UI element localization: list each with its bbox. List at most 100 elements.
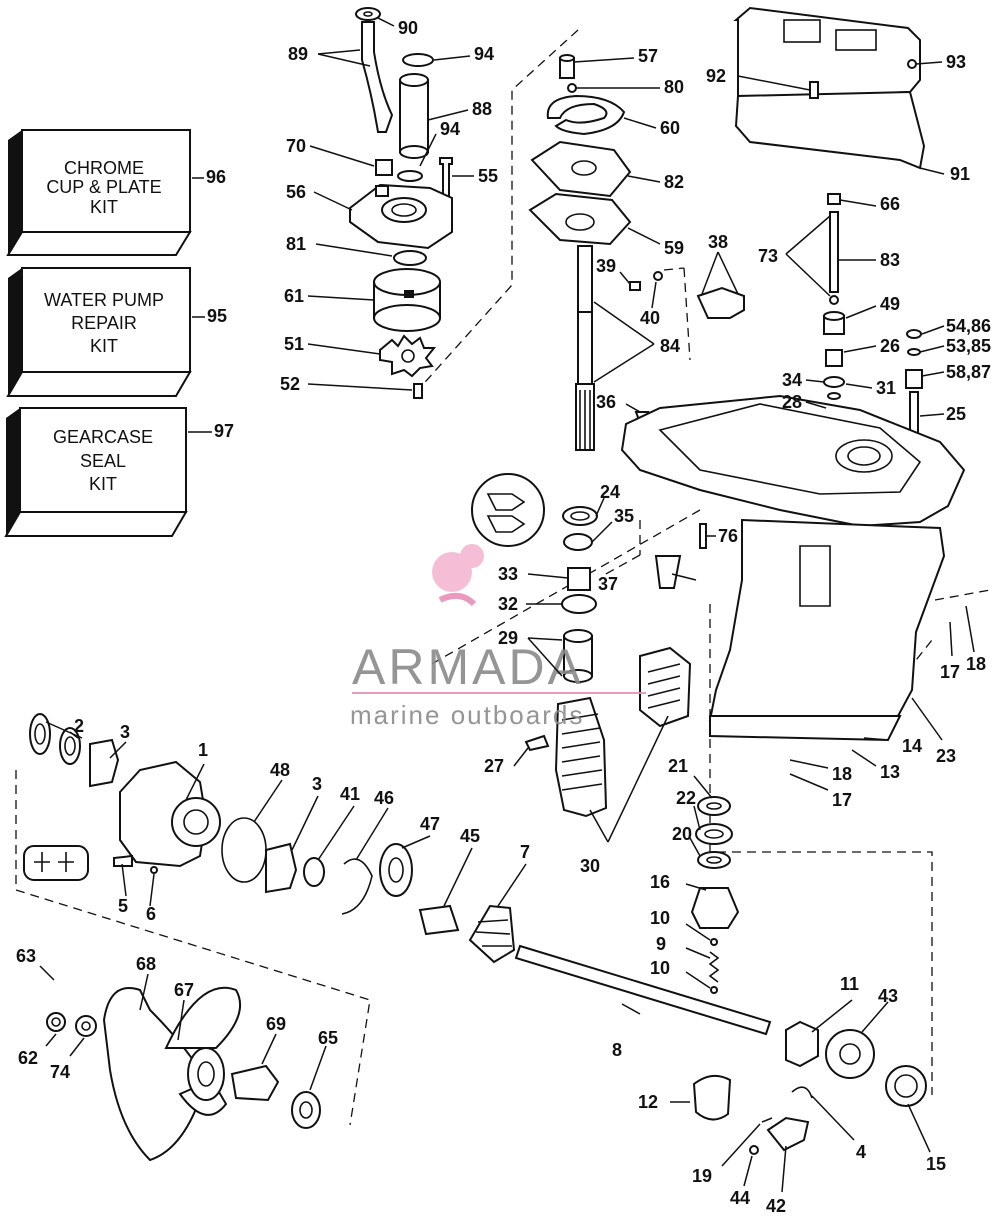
callout-40: 40 xyxy=(640,308,660,328)
callout-3-right: 3 xyxy=(312,774,322,794)
callout-37: 37 xyxy=(598,574,618,594)
kit-97-line-1: GEARCASE xyxy=(53,427,153,447)
callout-19: 19 xyxy=(692,1166,712,1186)
kit-96-number: 96 xyxy=(206,167,226,187)
callout-54-86: 54,86 xyxy=(946,316,991,336)
callout-32: 32 xyxy=(498,594,518,614)
kit-96-line-1: CHROME xyxy=(64,158,144,178)
drive-shaft-parts xyxy=(528,54,745,451)
callout-63: 63 xyxy=(16,946,36,966)
callout-7: 7 xyxy=(520,842,530,862)
callout-41: 41 xyxy=(340,784,360,804)
propeller-parts xyxy=(46,986,321,1162)
kit-96-line-2: CUP & PLATE xyxy=(46,177,161,197)
watermark-title: ARMADA xyxy=(352,639,584,695)
kit-95-line-1: WATER PUMP xyxy=(44,290,164,310)
callout-69: 69 xyxy=(266,1014,286,1034)
callout-47: 47 xyxy=(420,814,440,834)
callout-82: 82 xyxy=(664,172,684,192)
callout-22: 22 xyxy=(676,788,696,808)
callout-35: 35 xyxy=(614,506,634,526)
callout-16: 16 xyxy=(650,872,670,892)
callout-labels: 90 89 94 57 80 60 88 94 70 55 56 82 81 5… xyxy=(16,18,991,1216)
callout-57: 57 xyxy=(638,46,658,66)
callout-10-lower: 10 xyxy=(650,958,670,978)
kit-95-line-2: REPAIR xyxy=(71,313,137,333)
kit-95-line-3: KIT xyxy=(90,336,118,356)
callout-49: 49 xyxy=(880,294,900,314)
kit-box-gearcase-seal: GEARCASE SEAL KIT 97 xyxy=(4,407,234,537)
callout-81: 81 xyxy=(286,234,306,254)
watermark: ARMADA marine outboards xyxy=(350,544,646,730)
callout-51: 51 xyxy=(284,334,304,354)
callout-93: 93 xyxy=(946,52,966,72)
callout-88: 88 xyxy=(472,99,492,119)
callout-24: 24 xyxy=(600,482,620,502)
callout-14: 14 xyxy=(902,736,922,756)
callout-61: 61 xyxy=(284,286,304,306)
kit-96-line-3: KIT xyxy=(90,197,118,217)
callout-42: 42 xyxy=(766,1196,786,1215)
callout-45: 45 xyxy=(460,826,480,846)
callout-26: 26 xyxy=(880,336,900,356)
callout-20: 20 xyxy=(672,824,692,844)
callout-6: 6 xyxy=(146,904,156,924)
callout-73: 73 xyxy=(758,246,778,266)
callout-9: 9 xyxy=(656,934,666,954)
callout-8: 8 xyxy=(612,1040,622,1060)
callout-67: 67 xyxy=(174,980,194,1000)
callout-80: 80 xyxy=(664,77,684,97)
callout-17-upper: 17 xyxy=(940,662,960,682)
callout-18-upper: 18 xyxy=(966,654,986,674)
callout-33: 33 xyxy=(498,564,518,584)
callout-56: 56 xyxy=(286,182,306,202)
callout-68: 68 xyxy=(136,954,156,974)
kit-box-chrome-cup-plate: CHROME CUP & PLATE KIT 96 xyxy=(6,129,226,256)
gear-and-shaft-parts xyxy=(418,904,927,1155)
callout-46: 46 xyxy=(374,788,394,808)
kit-97-number: 97 xyxy=(214,421,234,441)
callout-1: 1 xyxy=(198,740,208,760)
callout-58-87: 58,87 xyxy=(946,362,991,382)
callout-65: 65 xyxy=(318,1028,338,1048)
kit-95-number: 95 xyxy=(207,306,227,326)
bearing-stack xyxy=(471,473,707,683)
callout-91: 91 xyxy=(950,164,970,184)
callout-23: 23 xyxy=(936,746,956,766)
callout-59: 59 xyxy=(664,238,684,258)
callout-29: 29 xyxy=(498,628,518,648)
callout-25: 25 xyxy=(946,404,966,424)
callout-62: 62 xyxy=(18,1048,38,1068)
callout-17-lower: 17 xyxy=(832,790,852,810)
callout-84: 84 xyxy=(660,336,680,356)
callout-31: 31 xyxy=(876,378,896,398)
callout-92: 92 xyxy=(706,66,726,86)
callout-28: 28 xyxy=(782,392,802,412)
callout-94-lower: 94 xyxy=(440,119,460,139)
callout-76: 76 xyxy=(718,526,738,546)
callout-94-top: 94 xyxy=(474,44,494,64)
callout-60: 60 xyxy=(660,118,680,138)
callout-30: 30 xyxy=(580,856,600,876)
callout-66: 66 xyxy=(880,194,900,214)
callout-12: 12 xyxy=(638,1092,658,1112)
kit-97-line-2: SEAL xyxy=(80,451,126,471)
callout-48: 48 xyxy=(270,760,290,780)
callout-2: 2 xyxy=(74,716,84,736)
water-pump-parts xyxy=(349,7,453,399)
callout-27: 27 xyxy=(484,756,504,776)
callout-43: 43 xyxy=(878,986,898,1006)
callout-11: 11 xyxy=(840,974,859,994)
callout-15: 15 xyxy=(926,1154,946,1174)
callout-55: 55 xyxy=(478,166,498,186)
kit-97-line-3: KIT xyxy=(89,474,117,494)
exhaust-housing xyxy=(733,6,926,170)
callout-36: 36 xyxy=(596,392,616,412)
callout-83: 83 xyxy=(880,250,900,270)
callout-52: 52 xyxy=(280,374,300,394)
callout-90: 90 xyxy=(398,18,418,38)
callout-34: 34 xyxy=(782,370,802,390)
leader-lines xyxy=(39,17,975,1193)
callout-10-upper: 10 xyxy=(650,908,670,928)
